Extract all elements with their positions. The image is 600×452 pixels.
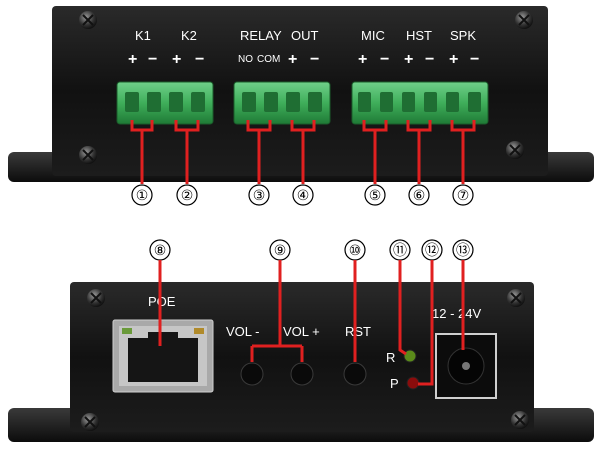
- callout-circle: [176, 184, 198, 206]
- callout-circle: [248, 184, 270, 206]
- screw-icon: [87, 289, 105, 307]
- terminal-block-k: [116, 81, 214, 125]
- label-power: 12 - 24V: [432, 306, 481, 321]
- screw-icon: [506, 141, 524, 159]
- callout-2: ②: [181, 188, 194, 204]
- label-k1: K1: [135, 28, 151, 43]
- screw-icon: [511, 411, 529, 429]
- screw-icon: [507, 289, 525, 307]
- callout-3: ③: [253, 188, 266, 204]
- led-p-icon: [406, 376, 420, 390]
- callout-lines-bottom: [158, 260, 465, 386]
- label-relay: RELAY: [240, 28, 282, 43]
- callout-10: ⑩: [349, 243, 362, 259]
- callout-6: ⑥: [413, 188, 426, 204]
- screw-icon: [515, 11, 533, 29]
- polarity-sign: −: [425, 51, 434, 68]
- screw-icon: [79, 146, 97, 164]
- polarity-sign: −: [310, 51, 319, 68]
- polarity-sign: −: [470, 51, 479, 68]
- terminal-block-relay: [233, 81, 331, 125]
- label-k2: K2: [181, 28, 197, 43]
- label-led-r: R: [386, 350, 395, 365]
- callout-1: ①: [136, 188, 149, 204]
- callout-9: ⑨: [274, 243, 287, 259]
- polarity-sign: −: [148, 51, 157, 68]
- polarity-sign: −: [380, 51, 389, 68]
- label-poe: POE: [148, 294, 176, 309]
- label-no: NO: [238, 54, 253, 65]
- callout-lines: [130, 120, 476, 184]
- polarity-sign: +: [449, 51, 458, 68]
- callout-8: ⑧: [154, 243, 167, 259]
- callout-circle: [408, 184, 430, 206]
- polarity-sign: +: [404, 51, 413, 68]
- label-rst: RST: [345, 324, 371, 339]
- vol-down-button[interactable]: [240, 362, 264, 386]
- label-hst: HST: [406, 28, 432, 43]
- callout-11: ⑪: [393, 243, 407, 259]
- led-r-icon: [403, 349, 417, 363]
- callout-5: ⑤: [369, 188, 382, 204]
- top-callouts: ① ② ③ ④ ⑤ ⑥ ⑦: [131, 184, 474, 206]
- callout-12: ⑫: [425, 243, 439, 259]
- label-spk: SPK: [450, 28, 476, 43]
- callout-circle: [364, 184, 386, 206]
- label-vol-minus: VOL -: [226, 324, 259, 339]
- label-vol-plus: VOL +: [283, 324, 320, 339]
- vol-up-button[interactable]: [290, 362, 314, 386]
- callout-4: ④: [297, 188, 310, 204]
- callout-circle: [131, 184, 153, 206]
- polarity-sign: +: [288, 51, 297, 68]
- callout-13: ⑬: [456, 243, 470, 259]
- label-led-p: P: [390, 376, 399, 391]
- label-mic: MIC: [361, 28, 385, 43]
- polarity-sign: +: [358, 51, 367, 68]
- bottom-panel: POE VOL - VOL + RST 12 - 24V R P: [8, 260, 594, 442]
- callout-circle: [452, 184, 474, 206]
- screw-icon: [81, 413, 99, 431]
- polarity-sign: +: [172, 51, 181, 68]
- polarity-sign: +: [128, 51, 137, 68]
- top-panel: K1 K2 RELAY OUT MIC HST SPK NO COM + − +…: [8, 6, 594, 184]
- callout-circle: [292, 184, 314, 206]
- ethernet-port-icon: [112, 319, 214, 393]
- callout-7: ⑦: [457, 188, 470, 204]
- label-com: COM: [257, 54, 280, 65]
- bottom-callouts: ⑧ ⑨ ⑩ ⑪ ⑫ ⑬: [149, 239, 474, 261]
- dc-jack-icon: [435, 333, 497, 399]
- reset-button[interactable]: [343, 362, 367, 386]
- polarity-sign: −: [195, 51, 204, 68]
- label-out: OUT: [291, 28, 319, 43]
- screw-icon: [79, 11, 97, 29]
- terminal-block-audio: [351, 81, 489, 125]
